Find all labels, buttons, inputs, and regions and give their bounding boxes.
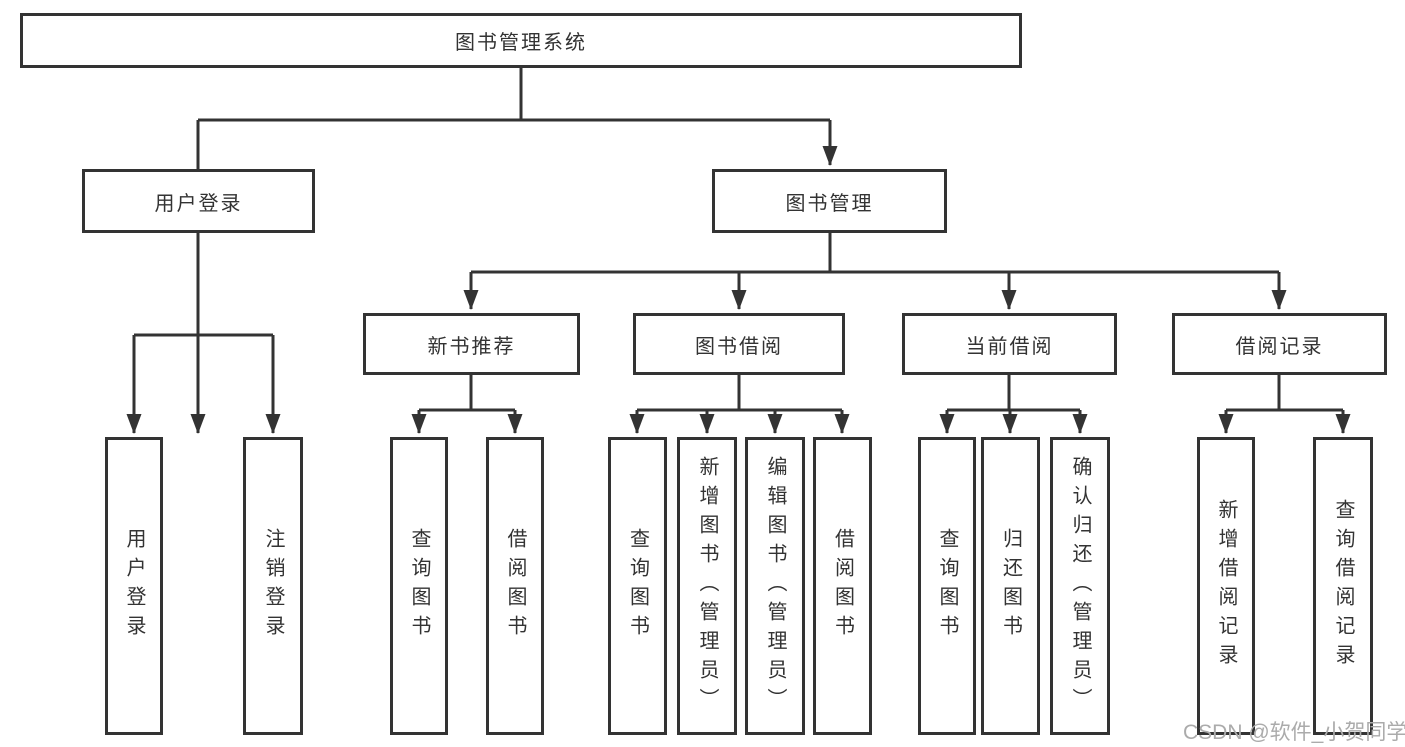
leaf-add-books-admin: 新增图书（管理员）	[677, 437, 737, 735]
leaf-borrow-query-books-label: 查询图书	[626, 528, 649, 644]
leaf-logout-label: 注销登录	[262, 528, 284, 644]
node-user-login-label: 用户登录	[154, 192, 243, 215]
leaf-edit-books-admin-label: 编辑图书（管理员）	[764, 455, 786, 717]
leaf-return-books: 归还图书	[981, 437, 1040, 735]
leaf-current-query-books: 查询图书	[918, 437, 976, 735]
node-user-login: 用户登录	[82, 169, 315, 233]
node-borrow-records-label: 借阅记录	[1235, 335, 1324, 358]
node-book-borrow: 图书借阅	[633, 313, 845, 375]
node-borrow-records: 借阅记录	[1172, 313, 1387, 375]
leaf-borrow-books: 借阅图书	[813, 437, 872, 735]
node-book-management-label: 图书管理	[785, 192, 874, 215]
leaf-recommend-borrow-books: 借阅图书	[486, 437, 544, 735]
node-book-management: 图书管理	[712, 169, 947, 233]
leaf-recommend-query-books: 查询图书	[390, 437, 448, 735]
leaf-user-login-label: 用户登录	[123, 528, 145, 644]
node-current-borrow-label: 当前借阅	[965, 335, 1054, 358]
leaf-borrow-books-label: 借阅图书	[831, 528, 854, 644]
leaf-add-books-admin-label: 新增图书（管理员）	[696, 455, 718, 717]
node-book-borrow-label: 图书借阅	[695, 335, 783, 358]
leaf-borrow-query-books: 查询图书	[608, 437, 667, 735]
leaf-logout: 注销登录	[243, 437, 303, 735]
node-new-book-recommend-label: 新书推荐	[427, 335, 516, 358]
leaf-add-borrow-record-label: 新增借阅记录	[1215, 499, 1237, 673]
leaf-confirm-return-admin: 确认归还（管理员）	[1050, 437, 1110, 735]
leaf-query-borrow-record: 查询借阅记录	[1313, 437, 1373, 735]
node-new-book-recommend: 新书推荐	[363, 313, 580, 375]
leaf-user-login: 用户登录	[105, 437, 163, 735]
leaf-recommend-query-books-label: 查询图书	[408, 528, 430, 644]
node-library-system-label: 图书管理系统	[455, 32, 587, 54]
leaf-recommend-borrow-books-label: 借阅图书	[504, 528, 526, 644]
leaf-return-books-label: 归还图书	[999, 528, 1022, 644]
leaf-add-borrow-record: 新增借阅记录	[1197, 437, 1255, 735]
node-library-system: 图书管理系统	[20, 13, 1022, 68]
leaf-query-borrow-record-label: 查询借阅记录	[1332, 499, 1354, 673]
leaf-current-query-books-label: 查询图书	[936, 528, 958, 644]
leaf-confirm-return-admin-label: 确认归还（管理员）	[1069, 455, 1091, 717]
node-current-borrow: 当前借阅	[902, 313, 1117, 375]
leaf-edit-books-admin: 编辑图书（管理员）	[745, 437, 805, 735]
csdn-watermark: CSDN @软件_小贺同学	[1183, 721, 1405, 744]
